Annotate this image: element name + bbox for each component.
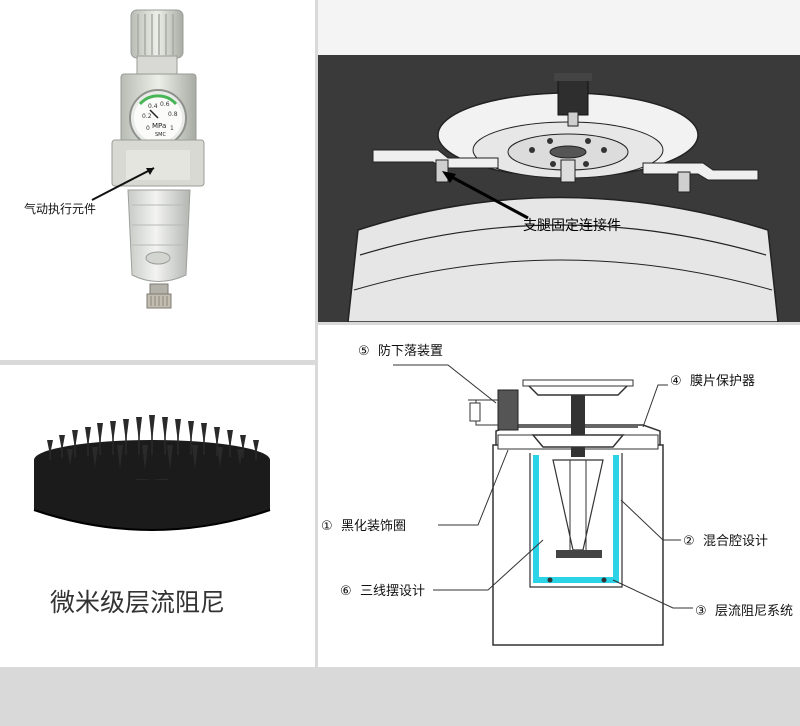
svg-text:0.2: 0.2 [142,113,152,120]
gauge-brand-text: SMC [155,132,166,138]
label-3-num: ③ [695,604,707,619]
cad-render-panel: 支腿固定连接件 [318,0,800,322]
gauge-unit-text: MPa [152,122,166,130]
pneumatic-callout-label: 气动执行元件 [24,201,96,216]
cross-section-diagram: ⑤ 防下落装置 ④ 膜片保护器 ① 黑化装饰圈 ② 混合腔设计 ⑥ 三线摆设计 … [321,343,793,646]
label-2-text: 混合腔设计 [703,534,768,549]
support-callout-label: 支腿固定连接件 [523,217,621,234]
label-5-text: 防下落装置 [378,343,443,359]
svg-text:0.8: 0.8 [168,111,178,118]
svg-text:0.4: 0.4 [148,103,158,110]
cross-section-panel: ⑤ 防下落装置 ④ 膜片保护器 ① 黑化装饰圈 ② 混合腔设计 ⑥ 三线摆设计 … [318,325,800,667]
label-3-text: 层流阻尼系统 [715,604,793,619]
laminar-damping-caption: 微米级层流阻尼 [50,588,226,617]
label-5-num: ⑤ [358,344,370,359]
label-4-num: ④ [670,374,682,389]
label-2-num: ② [683,534,695,549]
mixing-chamber [533,455,619,583]
support-callout-arrow [447,173,529,220]
label-6-text: 三线摆设计 [360,584,425,599]
label-6-num: ⑥ [340,584,352,599]
label-1-text: 黑化装饰圈 [341,519,406,534]
label-4-text: 膜片保护器 [690,374,755,389]
svg-text:1: 1 [170,125,174,132]
label-1-num: ① [321,519,333,534]
laminar-damping-panel: 微米级层流阻尼 [0,365,315,667]
callout-arrow-line [91,167,155,201]
laminar-damping-illustration [33,415,271,531]
cad-support-illustration: 支腿固定连接件 [318,0,800,322]
svg-text:0: 0 [146,125,150,132]
svg-text:0.6: 0.6 [160,101,170,108]
